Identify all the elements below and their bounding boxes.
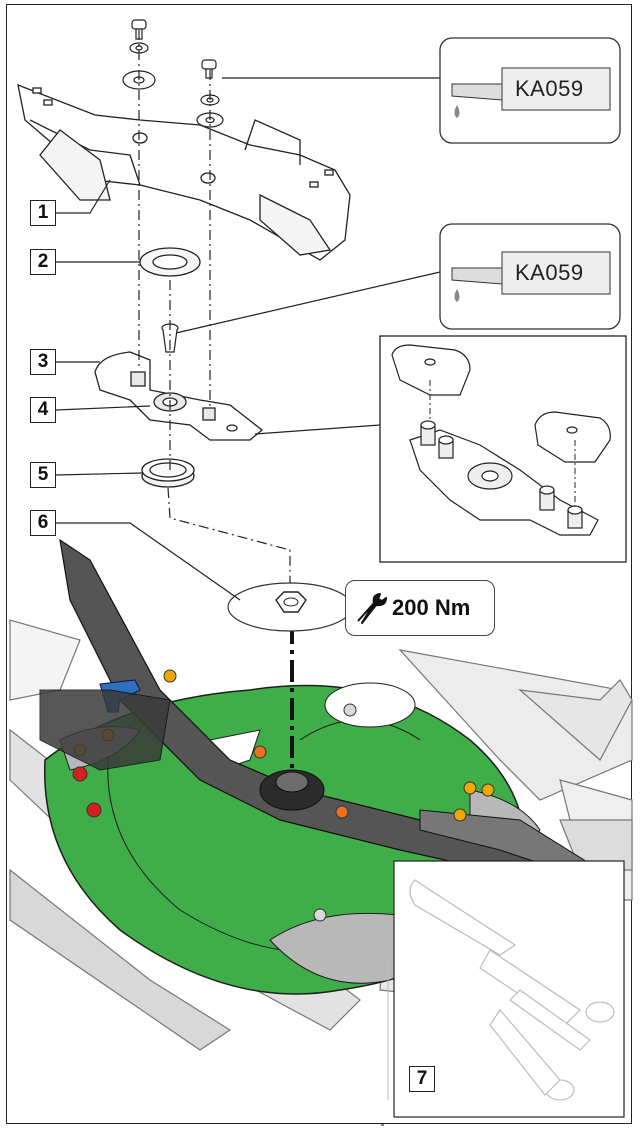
figure-frame	[6, 4, 632, 1124]
lubricant-box-top	[439, 37, 621, 144]
assembly-axis-lines	[138, 30, 291, 600]
lubricant-label-top: KA059	[515, 76, 584, 101]
torque-callout: 200 Nm	[345, 580, 495, 636]
lubricant-label-middle: KA059	[515, 260, 584, 285]
lubricant-box-middle	[439, 223, 621, 330]
callout-3: 3	[30, 349, 56, 375]
droplet-icon	[454, 105, 460, 118]
ring-part	[139, 247, 201, 277]
droplet-icon	[454, 289, 460, 302]
callout-4: 4	[30, 397, 56, 423]
callout-5: 5	[30, 462, 56, 488]
page-mark	[381, 1124, 384, 1126]
cover-plate-part	[17, 83, 351, 261]
leader-lines	[55, 77, 441, 601]
torque-value: 200 Nm	[392, 595, 471, 620]
wrench-icon	[357, 593, 387, 624]
blade-carrier-part	[94, 351, 264, 441]
nut-callout	[227, 582, 353, 632]
bearing-ring-part	[141, 458, 195, 488]
callout-2: 2	[30, 249, 56, 275]
callout-1: 1	[30, 200, 56, 226]
callout-6: 6	[30, 510, 56, 536]
callout-7: 7	[409, 1066, 435, 1092]
detail-inset	[379, 335, 627, 563]
